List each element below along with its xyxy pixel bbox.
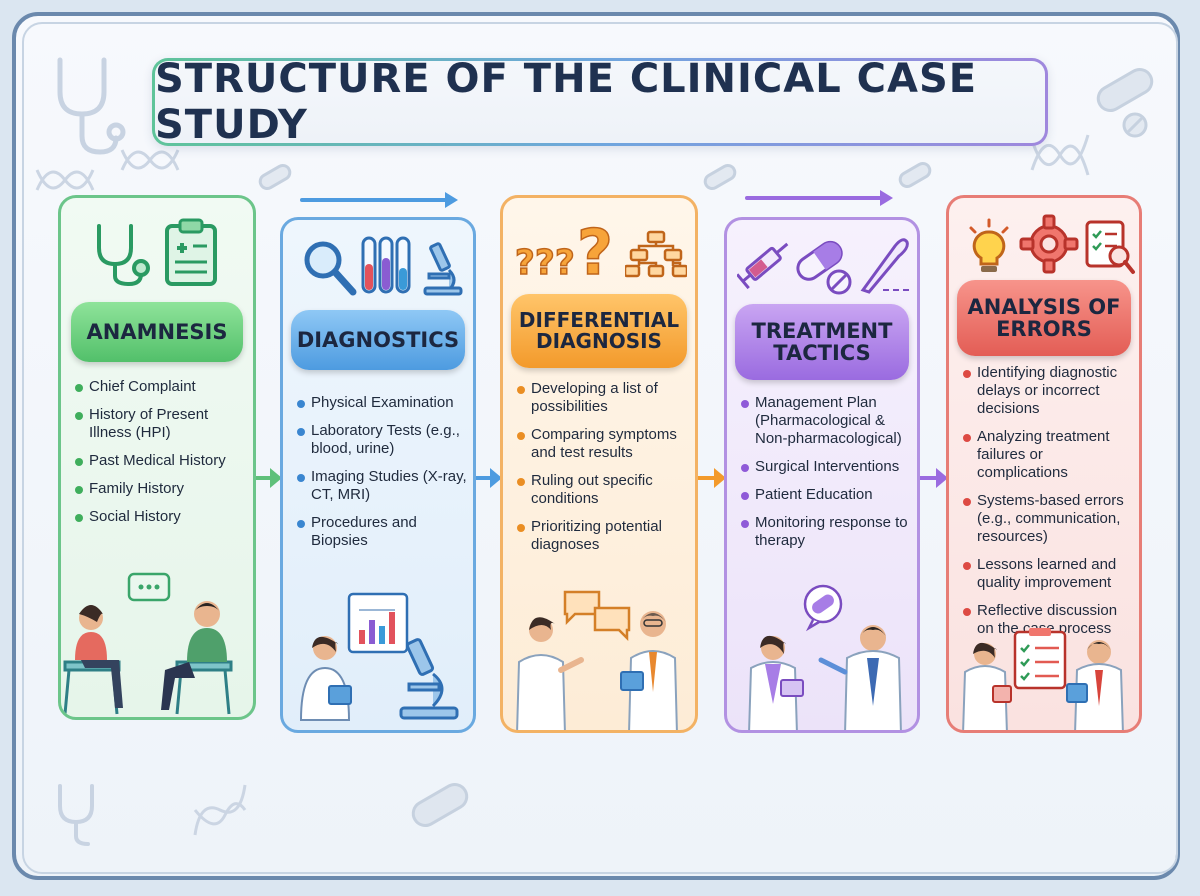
step-heading-diagnostics: DIAGNOSTICS — [291, 310, 465, 370]
errors-icons — [949, 208, 1139, 278]
flow-arrow-top-1 — [300, 192, 458, 208]
treatment-list: Management Plan (Pharmacological & Non-p… — [739, 394, 911, 560]
page-title: STRUCTURE OF THE CLINICAL CASE STUDY — [155, 56, 978, 148]
list-item: Family History — [73, 480, 245, 498]
step-anamnesis: ANAMNESIS Chief Complaint History of Pre… — [58, 195, 256, 720]
treatment-doctors-illustration — [748, 584, 902, 730]
step-heading-differential-diagnosis: DIFFERENTIAL DIAGNOSIS — [511, 294, 687, 368]
tablet-background-icon — [1122, 112, 1148, 138]
dna-background-icon — [120, 149, 180, 171]
list-item: Past Medical History — [73, 452, 245, 470]
capsule-small-icon — [258, 164, 292, 190]
list-item: Identifying diagnostic delays or incorre… — [961, 364, 1133, 418]
svg-text:?: ? — [577, 216, 613, 284]
svg-text:?: ? — [515, 243, 535, 283]
anamnesis-list: Chief Complaint History of Present Illne… — [73, 378, 245, 536]
title-banner: STRUCTURE OF THE CLINICAL CASE STUDY — [152, 56, 1048, 148]
errors-list: Identifying diagnostic delays or incorre… — [961, 364, 1133, 648]
treatment-icons — [727, 224, 917, 295]
flowchart-icon — [625, 230, 687, 278]
svg-text:?: ? — [555, 243, 575, 283]
list-item: Imaging Studies (X-ray, CT, MRI) — [295, 468, 467, 504]
list-item: History of Present Illness (HPI) — [73, 406, 245, 442]
question-marks-icon: ? ? ? ? — [515, 215, 614, 284]
differential-icons: ? ? ? ? — [503, 208, 695, 284]
flow-arrow-top-2 — [745, 190, 893, 206]
clipboard-icon — [165, 218, 217, 286]
list-item: Chief Complaint — [73, 378, 245, 396]
step-diagnostics: DIAGNOSTICS Physical Examination Laborat… — [280, 217, 476, 733]
list-item: Developing a list of possibilities — [515, 380, 687, 416]
step-heading-analysis-of-errors: ANALYSIS OF ERRORS — [957, 280, 1131, 356]
stethoscope-icon — [97, 224, 150, 287]
inner-frame — [22, 22, 1178, 874]
step-heading-treatment-tactics: TREATMENT TACTICS — [735, 304, 909, 380]
capsule-small-icon-2 — [703, 164, 737, 190]
list-item: Comparing symptoms and test results — [515, 426, 687, 462]
test-tubes-icon — [361, 236, 411, 294]
checklist-search-icon — [1085, 220, 1135, 274]
list-item: Lessons learned and quality improvement — [961, 556, 1133, 592]
capsule-small-icon-3 — [898, 162, 932, 188]
list-item: Physical Examination — [295, 394, 467, 412]
step-analysis-of-errors: ANALYSIS OF ERRORS Identifying diagnosti… — [946, 195, 1142, 733]
list-item: Monitoring response to therapy — [739, 514, 911, 550]
review-doctors-illustration — [962, 628, 1124, 730]
list-item: Surgical Interventions — [739, 458, 911, 476]
list-item: Ruling out specific conditions — [515, 472, 687, 508]
step-heading-anamnesis: ANAMNESIS — [71, 302, 243, 362]
capsule-bottom-icon — [411, 783, 469, 827]
scalpel-icon — [860, 238, 909, 294]
magnifier-icon — [304, 241, 357, 296]
doctors-discussion-illustration — [516, 590, 678, 730]
anamnesis-icons — [61, 218, 253, 288]
step-treatment-tactics: TREATMENT TACTICS Management Plan (Pharm… — [724, 217, 920, 733]
capsule-background-icon — [1096, 68, 1154, 112]
list-item: Patient Education — [739, 486, 911, 504]
differential-list: Developing a list of possibilities Compa… — [515, 380, 687, 564]
gear-icon — [1019, 214, 1079, 274]
dna-background-icon-3 — [1030, 134, 1090, 176]
list-item: Procedures and Biopsies — [295, 514, 467, 550]
lab-doctor-illustration — [299, 592, 459, 721]
step-differential-diagnosis: ? ? ? ? DIFFERENTIAL DIAGNOSIS Developin… — [500, 195, 698, 733]
consultation-illustration — [63, 572, 233, 715]
list-item: Analyzing treatment failures or complica… — [961, 428, 1133, 482]
list-item: Systems-based errors (e.g., communicatio… — [961, 492, 1133, 546]
dna-background-icon-2 — [35, 169, 95, 191]
list-item: Management Plan (Pharmacological & Non-p… — [739, 394, 911, 448]
diagnostics-icons — [283, 230, 473, 300]
diagnostics-list: Physical Examination Laboratory Tests (e… — [295, 394, 467, 560]
microscope-icon — [423, 242, 463, 296]
svg-text:?: ? — [535, 243, 555, 283]
stethoscope-bottom-icon — [58, 784, 94, 846]
lightbulb-icon — [969, 218, 1009, 272]
dna-bottom-icon — [193, 784, 247, 836]
stethoscope-background-icon — [57, 57, 126, 155]
pills-icon — [796, 240, 852, 295]
syringe-icon — [737, 242, 789, 290]
list-item: Social History — [73, 508, 245, 526]
list-item: Prioritizing potential diagnoses — [515, 518, 687, 554]
list-item: Laboratory Tests (e.g., blood, urine) — [295, 422, 467, 458]
